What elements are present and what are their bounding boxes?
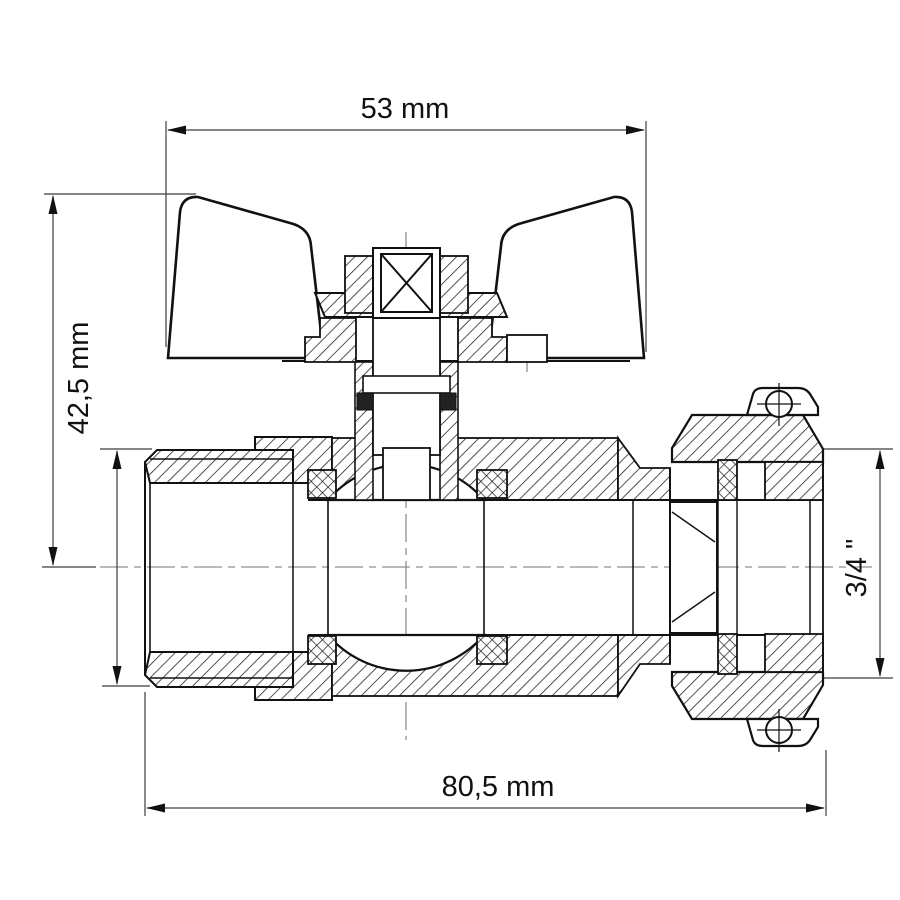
arrow-bottom-right [806, 803, 825, 813]
stem-seal-left [356, 392, 374, 411]
arrow-bottom-left [146, 803, 165, 813]
seat-top-left [307, 469, 337, 499]
gasket-top [717, 459, 738, 501]
tailpiece-flange [669, 468, 718, 664]
nut-lug-bottom [745, 709, 820, 752]
stem-nut-diagonal-2 [380, 253, 433, 313]
nut-thread-block-bottom [764, 633, 824, 673]
dim-label-length-bottom: 80,5 mm [442, 771, 555, 803]
gland-step-left [304, 317, 357, 363]
male-thread-top-band [143, 449, 294, 484]
nut-bottom-band [670, 670, 825, 721]
hub-block-left [344, 255, 374, 314]
hub-block-right [439, 255, 469, 314]
seat-top-right [476, 469, 508, 499]
seat-bottom-right [476, 635, 508, 665]
tailpiece-chamfer-top [671, 511, 716, 543]
handle-right-wing [486, 195, 646, 360]
arrow-right-bottom [875, 658, 885, 677]
gland-follower [362, 375, 451, 394]
union-nut [670, 383, 825, 752]
nut-top-band [670, 413, 825, 464]
arrow-port-bottom [112, 666, 122, 685]
dimension-width-top: 53 mm [165, 93, 647, 352]
dimension-port-left [100, 448, 152, 687]
stem-tang [382, 447, 431, 501]
arrow-port-top [112, 450, 122, 469]
gasket-bottom [717, 633, 738, 675]
handle-assembly [166, 195, 646, 501]
arrow-right-top [875, 450, 885, 469]
arrow-left-bottom [48, 547, 58, 566]
tailpiece-flange-rect [669, 501, 718, 634]
tailpiece-chamfer-bottom [671, 591, 716, 623]
dim-label-height-left: 42,5 mm [63, 322, 95, 435]
male-thread-bottom-band [143, 651, 294, 688]
arrow-top-left [167, 125, 186, 135]
handle-left-wing [166, 195, 326, 360]
union-gasket [717, 459, 738, 675]
dim-label-thread-right: 3/4 " [841, 539, 873, 598]
stop-pin-boss [506, 334, 548, 363]
stem-nut-cross [380, 253, 433, 313]
dimension-height-left: 42,5 mm [42, 193, 196, 568]
dim-label-width-top: 53 mm [361, 93, 450, 125]
dimension-thread-right: 3/4 " [824, 448, 893, 679]
ball-bottom-arc [325, 633, 487, 672]
arrow-top-right [626, 125, 645, 135]
dimension-length-bottom: 80,5 mm [144, 692, 827, 816]
stem-seal-right [439, 392, 457, 411]
arrow-left-top [48, 195, 58, 214]
nut-thread-block-top [764, 461, 824, 501]
seat-bottom-left [307, 635, 337, 665]
nut-lug-top [745, 383, 820, 426]
